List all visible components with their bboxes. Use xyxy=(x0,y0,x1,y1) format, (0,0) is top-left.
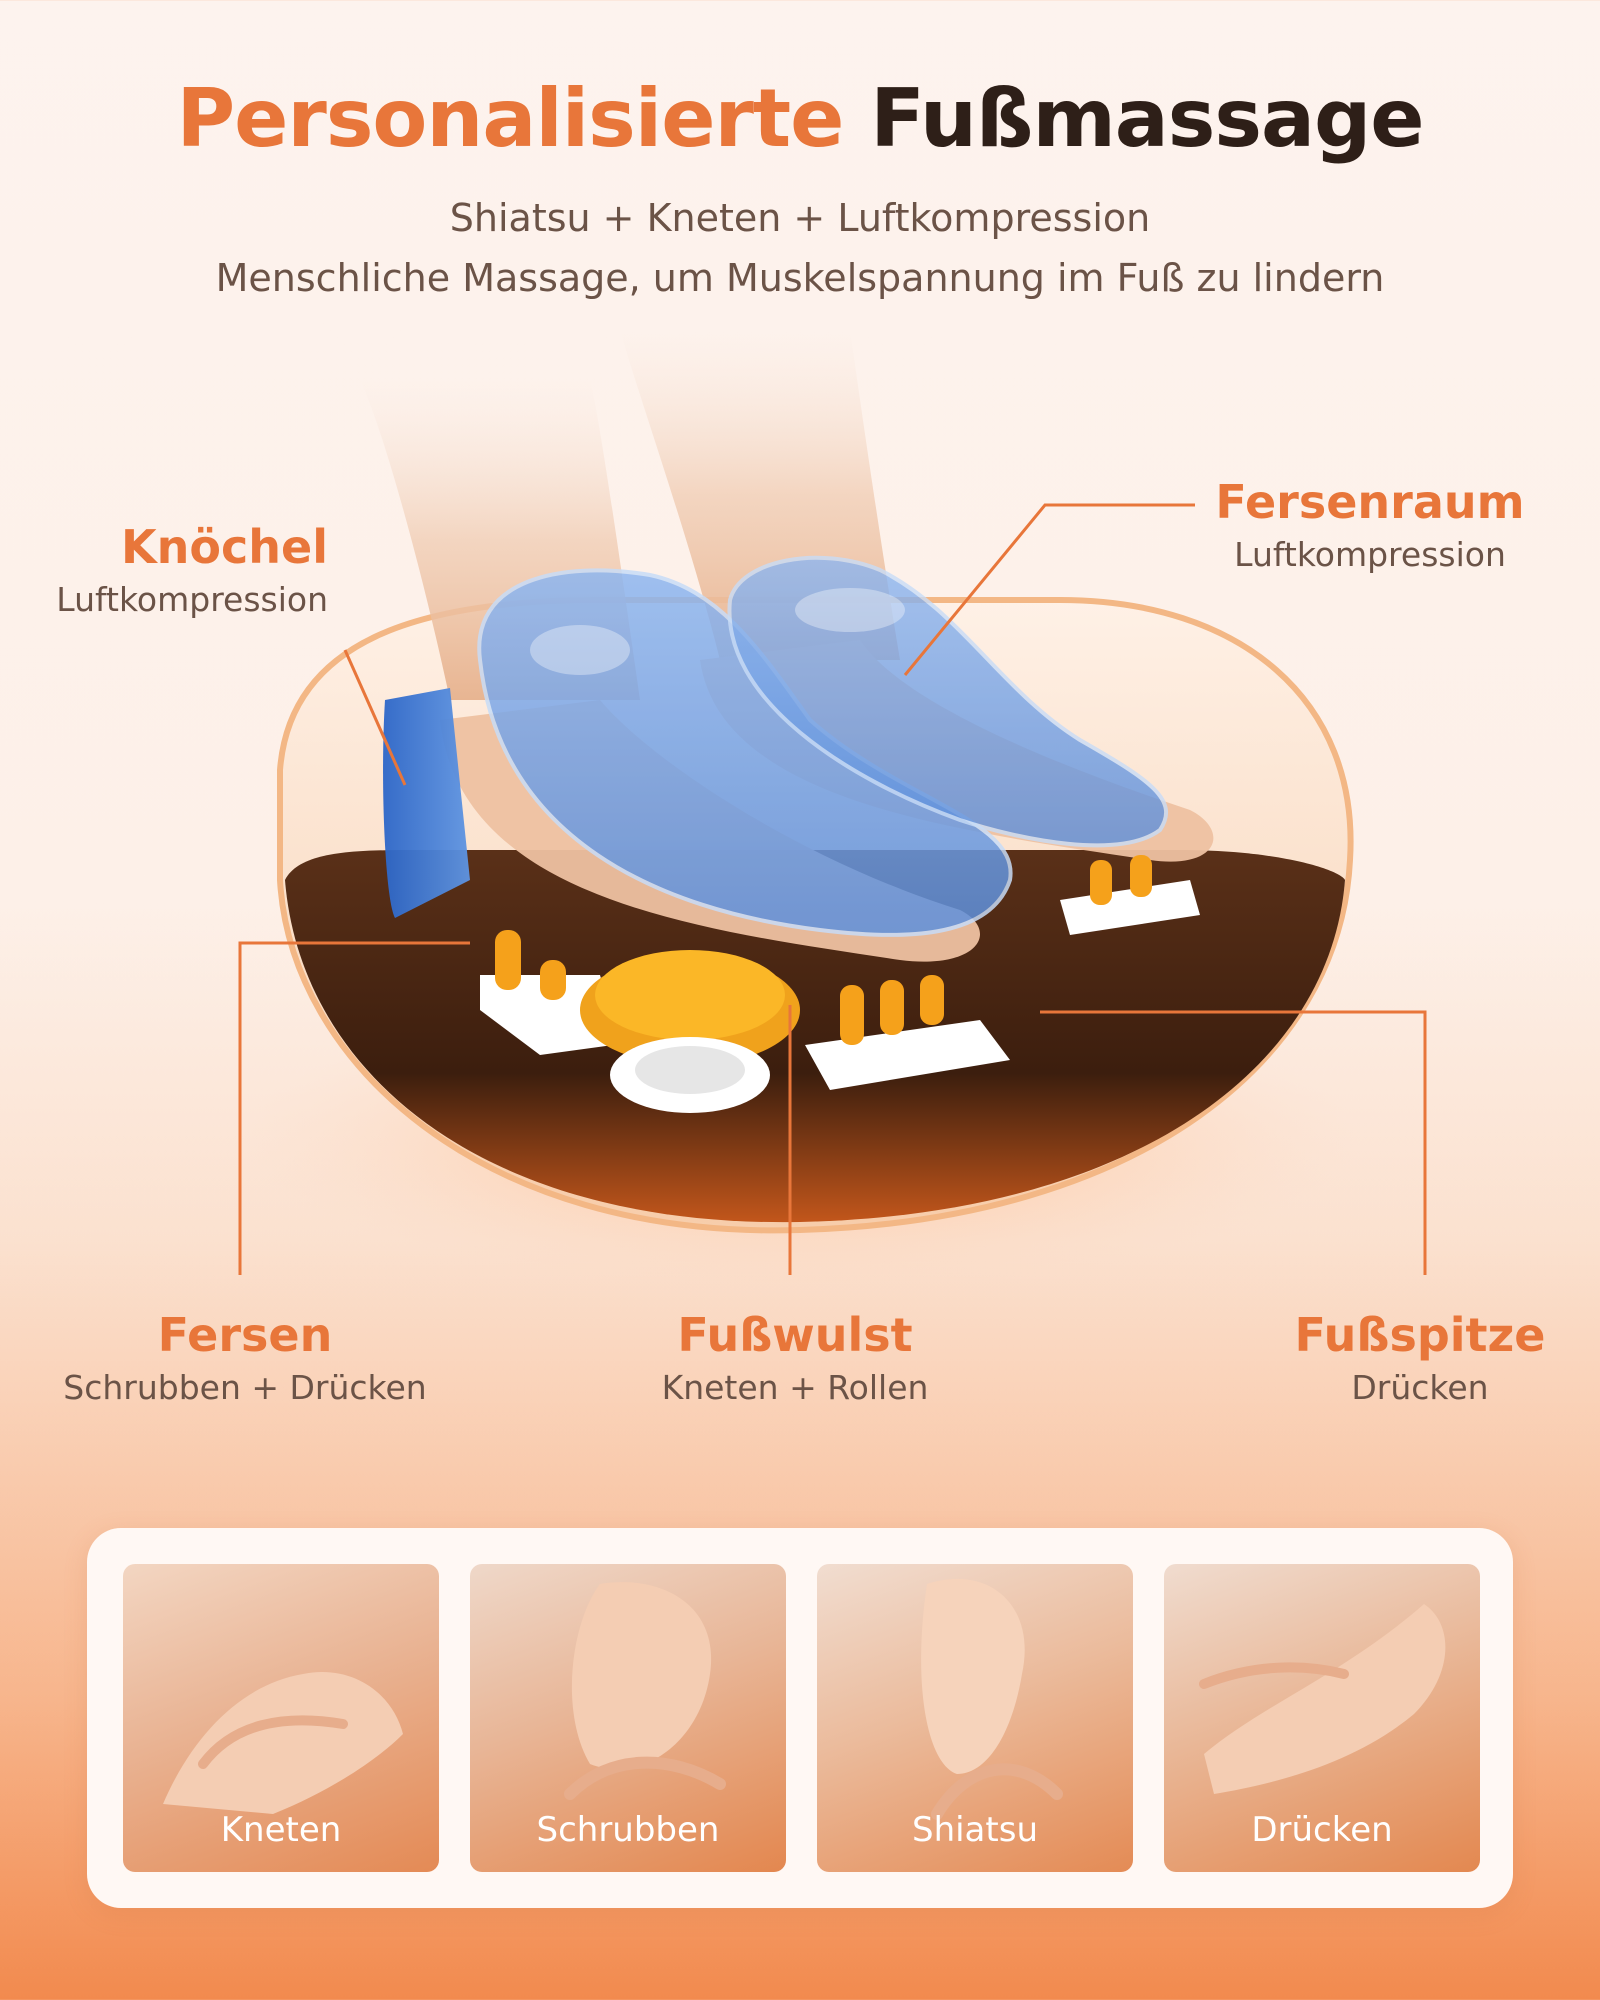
technique-card-shiatsu: Shiatsu xyxy=(817,1564,1133,1872)
title-accent: Personalisierte xyxy=(176,72,844,165)
callout-fersenraum-sub: Luftkompression xyxy=(1234,535,1506,574)
scrubbing-hands-icon xyxy=(564,1582,726,1800)
callout-fussspitze: Fußspitze Drücken xyxy=(1220,1308,1600,1407)
callout-fersenraum: Fersenraum Luftkompression xyxy=(1175,475,1565,574)
pressing-hands-icon xyxy=(1199,1604,1446,1794)
callout-fusswulst: Fußwulst Kneten + Rollen xyxy=(590,1308,1000,1407)
callout-fersen-title: Fersen xyxy=(157,1308,333,1362)
massage-nodes-ball xyxy=(580,950,800,1113)
callout-fersenraum-title: Fersenraum xyxy=(1215,475,1525,529)
page-title: Personalisierte Fußmassage xyxy=(0,72,1600,165)
callout-line-knoechel xyxy=(343,649,407,786)
technique-card-kneten: Kneten xyxy=(123,1564,439,1872)
subtitle-line-1: Shiatsu + Kneten + Luftkompression xyxy=(449,196,1151,240)
callout-fussspitze-title: Fußspitze xyxy=(1294,1308,1546,1362)
callout-knoechel-title: Knöchel xyxy=(121,520,328,574)
shiatsu-foot-icon xyxy=(921,1578,1063,1820)
technique-label-schrubben: Schrubben xyxy=(536,1810,720,1850)
callout-line-fersen xyxy=(238,941,470,1275)
technique-panel: Kneten Schrubben Shiatsu Drücken xyxy=(87,1528,1513,1908)
kneading-hands-icon xyxy=(163,1672,403,1814)
foot-massager-illustration xyxy=(238,330,1427,1290)
callout-knoechel: Knöchel Luftkompression xyxy=(0,520,328,619)
callout-line-fussspitze xyxy=(1040,1010,1427,1275)
callout-fusswulst-sub: Kneten + Rollen xyxy=(661,1368,929,1407)
technique-card-schrubben: Schrubben xyxy=(470,1564,786,1872)
massage-nodes-toe xyxy=(805,855,1200,1090)
subtitle-line-2: Menschliche Massage, um Muskelspannung i… xyxy=(215,256,1385,300)
technique-label-shiatsu: Shiatsu xyxy=(911,1810,1038,1850)
callout-fussspitze-sub: Drücken xyxy=(1351,1368,1489,1407)
technique-label-kneten: Kneten xyxy=(220,1810,342,1850)
callout-fusswulst-title: Fußwulst xyxy=(677,1308,913,1362)
title-main: Fußmassage xyxy=(870,72,1424,165)
callout-fersen-sub: Schrubben + Drücken xyxy=(63,1368,427,1407)
callout-line-fersenraum xyxy=(903,503,1195,676)
callout-fersen: Fersen Schrubben + Drücken xyxy=(40,1308,450,1407)
technique-label-druecken: Drücken xyxy=(1251,1810,1393,1850)
callout-knoechel-sub: Luftkompression xyxy=(56,580,328,619)
technique-card-druecken: Drücken xyxy=(1164,1564,1480,1872)
